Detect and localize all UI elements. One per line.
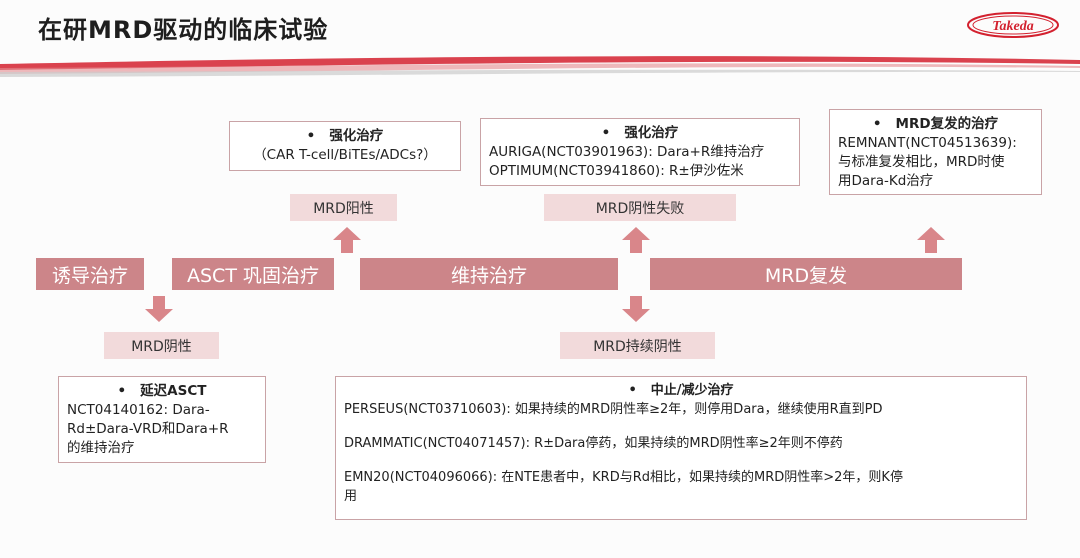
box-line: AURIGA(NCT03901963): Dara+R维持治疗: [489, 144, 765, 160]
box-line: 的维持治疗: [67, 440, 135, 456]
box-heading: •MRD复发的治疗: [872, 116, 999, 132]
bar-induction: 诱导治疗: [36, 258, 144, 290]
down-arrow-icon: [622, 296, 650, 322]
box-line: DRAMMATIC(NCT04071457): R±Dara停药，如果持续的MR…: [344, 436, 843, 451]
down-arrow-icon: [145, 296, 173, 322]
box-heading: •中止/减少治疗: [628, 383, 734, 398]
box-heading: •强化治疗: [601, 125, 679, 141]
tag-mrd-positive: MRD阳性: [290, 194, 397, 221]
box-line: 用: [344, 489, 358, 504]
up-arrow-icon: [917, 227, 945, 253]
box-line: 与标准复发相比，MRD时使: [838, 154, 1005, 170]
box-heading: •延迟ASCT: [117, 383, 207, 399]
header-swoosh: [0, 56, 1080, 77]
box-line: PERSEUS(NCT03710603): 如果持续的MRD阴性率≥2年，则停用…: [344, 402, 883, 417]
box-line: Rd±Dara-VRD和Dara+R: [67, 421, 229, 437]
tag-mrd-negative: MRD阴性: [104, 332, 219, 359]
box-heading: •强化治疗: [306, 128, 384, 144]
box-line: 用Dara-Kd治疗: [838, 173, 934, 189]
logo-text: Takeda: [992, 19, 1033, 34]
tag-mrd-negative-fail: MRD阴性失败: [544, 194, 736, 221]
tag-mrd-sustained-negative: MRD持续阴性: [560, 332, 715, 359]
box-line: REMNANT(NCT04513639):: [838, 135, 1017, 151]
box-relapse-treatment: •MRD复发的治疗 REMNANT(NCT04513639): 与标准复发相比，…: [829, 109, 1042, 195]
box-line: OPTIMUM(NCT03941860): R±伊沙佐米: [489, 163, 744, 179]
takeda-logo: Takeda: [967, 12, 1059, 38]
box-line: NCT04140162: Dara-: [67, 402, 210, 418]
box-delay-asct: •延迟ASCT NCT04140162: Dara- Rd±Dara-VRD和D…: [58, 376, 266, 463]
page-title: 在研MRD驱动的临床试验: [38, 16, 329, 44]
bar-asct: ASCT 巩固治疗: [172, 258, 334, 290]
box-intensify-auriga: •强化治疗 AURIGA(NCT03901963): Dara+R维持治疗 OP…: [480, 118, 800, 186]
box-intensify-cart: •强化治疗 （CAR T-cell/BiTEs/ADCs?）: [229, 121, 461, 171]
box-line: EMN20(NCT04096066): 在NTE患者中，KRD与Rd相比，如果持…: [344, 470, 903, 485]
bar-mrd-relapse: MRD复发: [650, 258, 962, 290]
up-arrow-icon: [333, 227, 361, 253]
up-arrow-icon: [622, 227, 650, 253]
bar-maintenance: 维持治疗: [360, 258, 618, 290]
box-stop-reduce: •中止/减少治疗 PERSEUS(NCT03710603): 如果持续的MRD阴…: [335, 376, 1027, 520]
box-line: （CAR T-cell/BiTEs/ADCs?）: [253, 147, 437, 163]
